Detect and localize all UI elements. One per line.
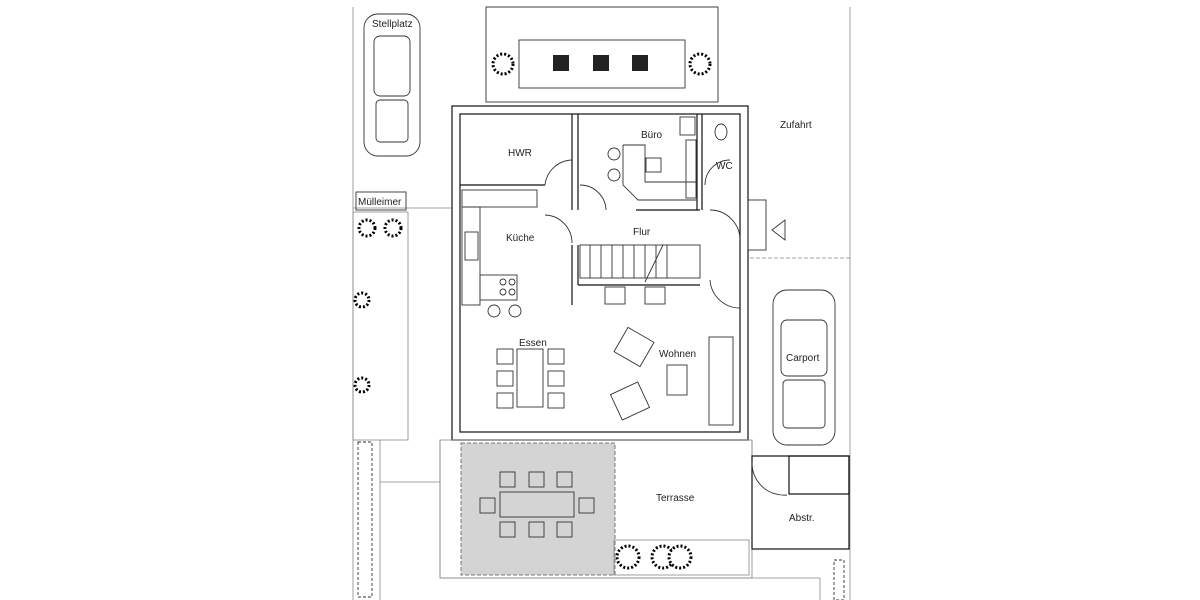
label-buero: Büro: [641, 130, 663, 141]
doors: [544, 159, 741, 309]
bin-area: [355, 191, 407, 211]
planting-bed: [613, 539, 750, 576]
hedge: [357, 441, 373, 598]
shrub-icon: [553, 55, 569, 71]
label-hwr: HWR: [508, 148, 532, 159]
toilet-icon: [714, 123, 728, 141]
left-planting-bed: [352, 211, 409, 441]
office-desk: [607, 116, 697, 201]
label-terrasse: Terrasse: [656, 493, 695, 504]
label-muelleimer: Mülleimer: [358, 197, 402, 208]
label-wc: WC: [716, 161, 733, 172]
car-stellplatz-icon: [363, 13, 421, 157]
front-garden: [485, 6, 719, 103]
staircase: [579, 244, 701, 305]
dining-table: [496, 348, 565, 409]
tree-icon: [353, 376, 371, 394]
label-stellplatz: Stellplatz: [372, 19, 413, 30]
tree-icon: [688, 52, 712, 76]
label-essen: Essen: [519, 338, 547, 349]
tree-icon: [667, 544, 693, 570]
label-zufahrt: Zufahrt: [780, 120, 812, 131]
entrance-step: [747, 199, 767, 251]
tree-icon: [357, 218, 377, 238]
tree-icon: [353, 291, 371, 309]
house-walls: [451, 105, 749, 441]
shrub-icon: [632, 55, 648, 71]
label-carport: Carport: [786, 353, 820, 364]
tree-icon: [383, 218, 403, 238]
covered-terrace: [460, 442, 616, 576]
car-carport-icon: [772, 289, 836, 446]
label-flur: Flur: [633, 227, 651, 238]
label-wohnen: Wohnen: [659, 349, 696, 360]
shrub-icon: [593, 55, 609, 71]
kitchen-units: [461, 189, 538, 318]
terrace-table: [479, 471, 595, 538]
entrance-arrow-icon: [771, 219, 786, 241]
label-kueche: Küche: [506, 233, 535, 244]
tree-icon: [615, 544, 641, 570]
storage-room: [751, 455, 850, 550]
hedge: [833, 559, 845, 600]
tree-icon: [491, 52, 515, 76]
living-furniture: [609, 326, 734, 426]
label-abstr: Abstr.: [789, 513, 815, 524]
